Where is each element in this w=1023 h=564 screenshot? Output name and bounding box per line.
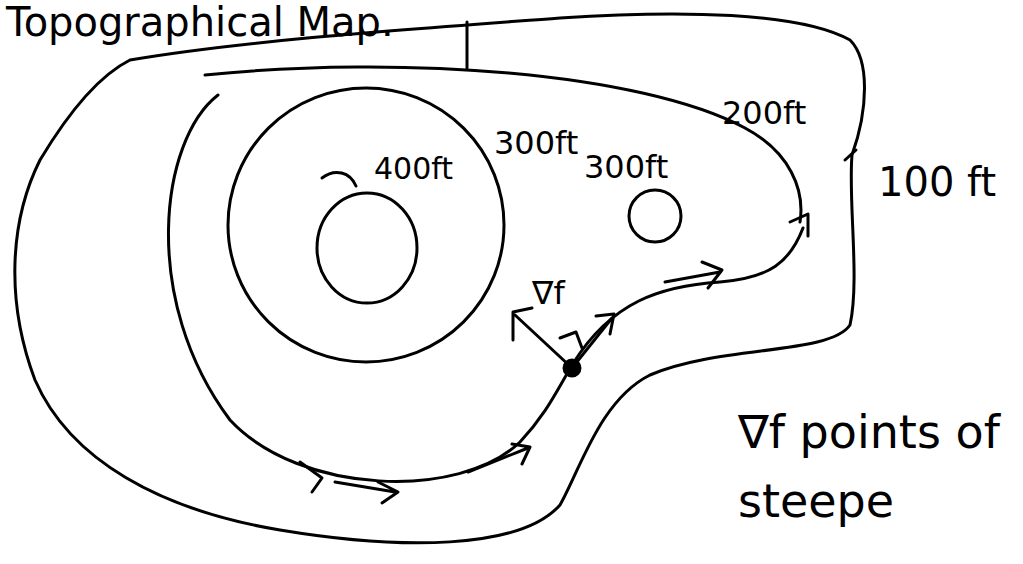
elevation-label: 100 ft <box>878 160 996 204</box>
note-text: ∇f points of steepe <box>738 398 1016 536</box>
tangent-marker <box>560 332 582 348</box>
contour-100ft <box>15 14 865 543</box>
contour-hook <box>845 150 856 160</box>
gradient-arrow <box>513 308 572 368</box>
contour-hook <box>322 172 356 186</box>
elevation-label: 300ft <box>584 150 668 185</box>
contour-end-arrow <box>790 214 808 236</box>
path-arrow <box>665 262 722 288</box>
contour-200ft <box>168 95 803 481</box>
elevation-label: 300ft <box>494 126 578 161</box>
contour-300ft-small <box>629 190 681 242</box>
map-title: Topographical Map. <box>6 0 394 44</box>
title-stem <box>466 22 469 68</box>
contour-300ft <box>228 88 504 362</box>
tangent-arrow <box>572 314 614 368</box>
path-arrow <box>468 444 530 472</box>
gradient-label: ∇f <box>532 276 565 311</box>
contour-400ft <box>317 193 417 303</box>
path-arrow <box>300 462 322 492</box>
elevation-label: 400ft <box>374 152 453 185</box>
elevation-label: 200ft <box>722 96 806 131</box>
path-arrow <box>335 482 398 503</box>
